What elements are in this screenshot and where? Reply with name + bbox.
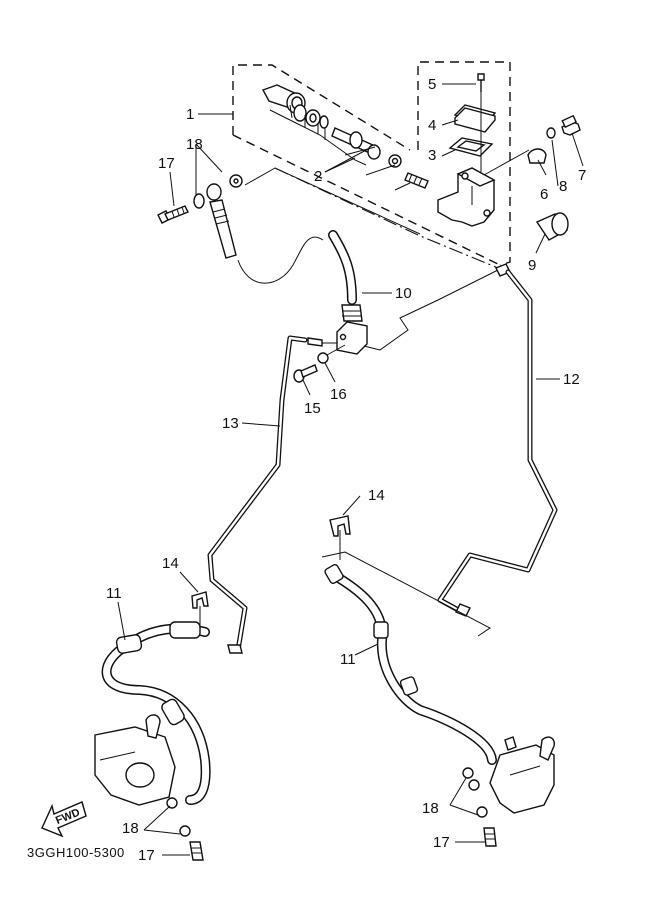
callout-18-left: 18 xyxy=(122,820,139,837)
callout-5: 5 xyxy=(428,76,436,93)
clip-14-right xyxy=(329,515,351,560)
callout-10: 10 xyxy=(395,285,412,302)
caliper-right xyxy=(489,736,556,814)
cover-part xyxy=(535,212,569,241)
hose-11-left xyxy=(101,621,211,805)
callout-11-right: 11 xyxy=(340,651,356,668)
callout-17-left: 17 xyxy=(138,847,155,864)
brake-pipe-13 xyxy=(207,335,308,654)
catalog-code: 3GGH100-5300 xyxy=(27,845,125,860)
callout-11-left: 11 xyxy=(106,585,122,602)
assembly-line-right xyxy=(321,551,491,637)
piston-kit-parts xyxy=(261,84,429,191)
callout-18-top: 18 xyxy=(186,136,203,153)
callout-13: 13 xyxy=(222,415,239,432)
master-cylinder-kit-boundary xyxy=(232,61,511,266)
reservoir-parts xyxy=(448,73,497,172)
union-bolt-right xyxy=(483,827,497,847)
callout-15: 15 xyxy=(304,400,321,417)
callout-8: 8 xyxy=(559,178,567,195)
gasket-left-2 xyxy=(179,825,191,837)
gasket-right-3 xyxy=(476,806,488,818)
hose-10 xyxy=(328,230,368,355)
callout-17-top: 17 xyxy=(158,155,175,172)
fwd-direction-arrow: FWD xyxy=(41,801,87,838)
gasket-right-2 xyxy=(468,779,480,791)
union-bolt-top xyxy=(157,205,189,224)
callout-18-right: 18 xyxy=(422,800,439,817)
holder-bolt-parts xyxy=(483,114,581,176)
callout-14-left: 14 xyxy=(162,555,179,572)
callout-9: 9 xyxy=(528,257,536,274)
callout-12: 12 xyxy=(563,371,580,388)
callout-7: 7 xyxy=(578,167,586,184)
gasket-left-1 xyxy=(166,797,178,809)
washer-16 xyxy=(317,352,329,364)
callout-16: 16 xyxy=(330,386,347,403)
hose-11-right xyxy=(324,563,497,765)
master-cylinder-body xyxy=(437,167,496,227)
callout-4: 4 xyxy=(428,117,436,134)
callout-3: 3 xyxy=(428,147,436,164)
callout-14-right: 14 xyxy=(368,487,385,504)
union-bolt-left xyxy=(189,841,204,861)
leader-lines xyxy=(117,83,584,856)
centerline-upper xyxy=(274,167,499,269)
caliper-left xyxy=(94,714,176,806)
callout-1: 1 xyxy=(186,106,194,123)
assembly-line-10 xyxy=(363,269,499,351)
gasket-right-1 xyxy=(462,767,474,779)
callout-2: 2 xyxy=(314,168,322,185)
gasket-top-1 xyxy=(193,193,205,209)
callout-6: 6 xyxy=(540,186,548,203)
brake-pipe-12 xyxy=(437,263,558,617)
bolt-15 xyxy=(293,364,318,383)
callout-17-right: 17 xyxy=(433,834,450,851)
pipe-13-fitting xyxy=(307,337,323,347)
